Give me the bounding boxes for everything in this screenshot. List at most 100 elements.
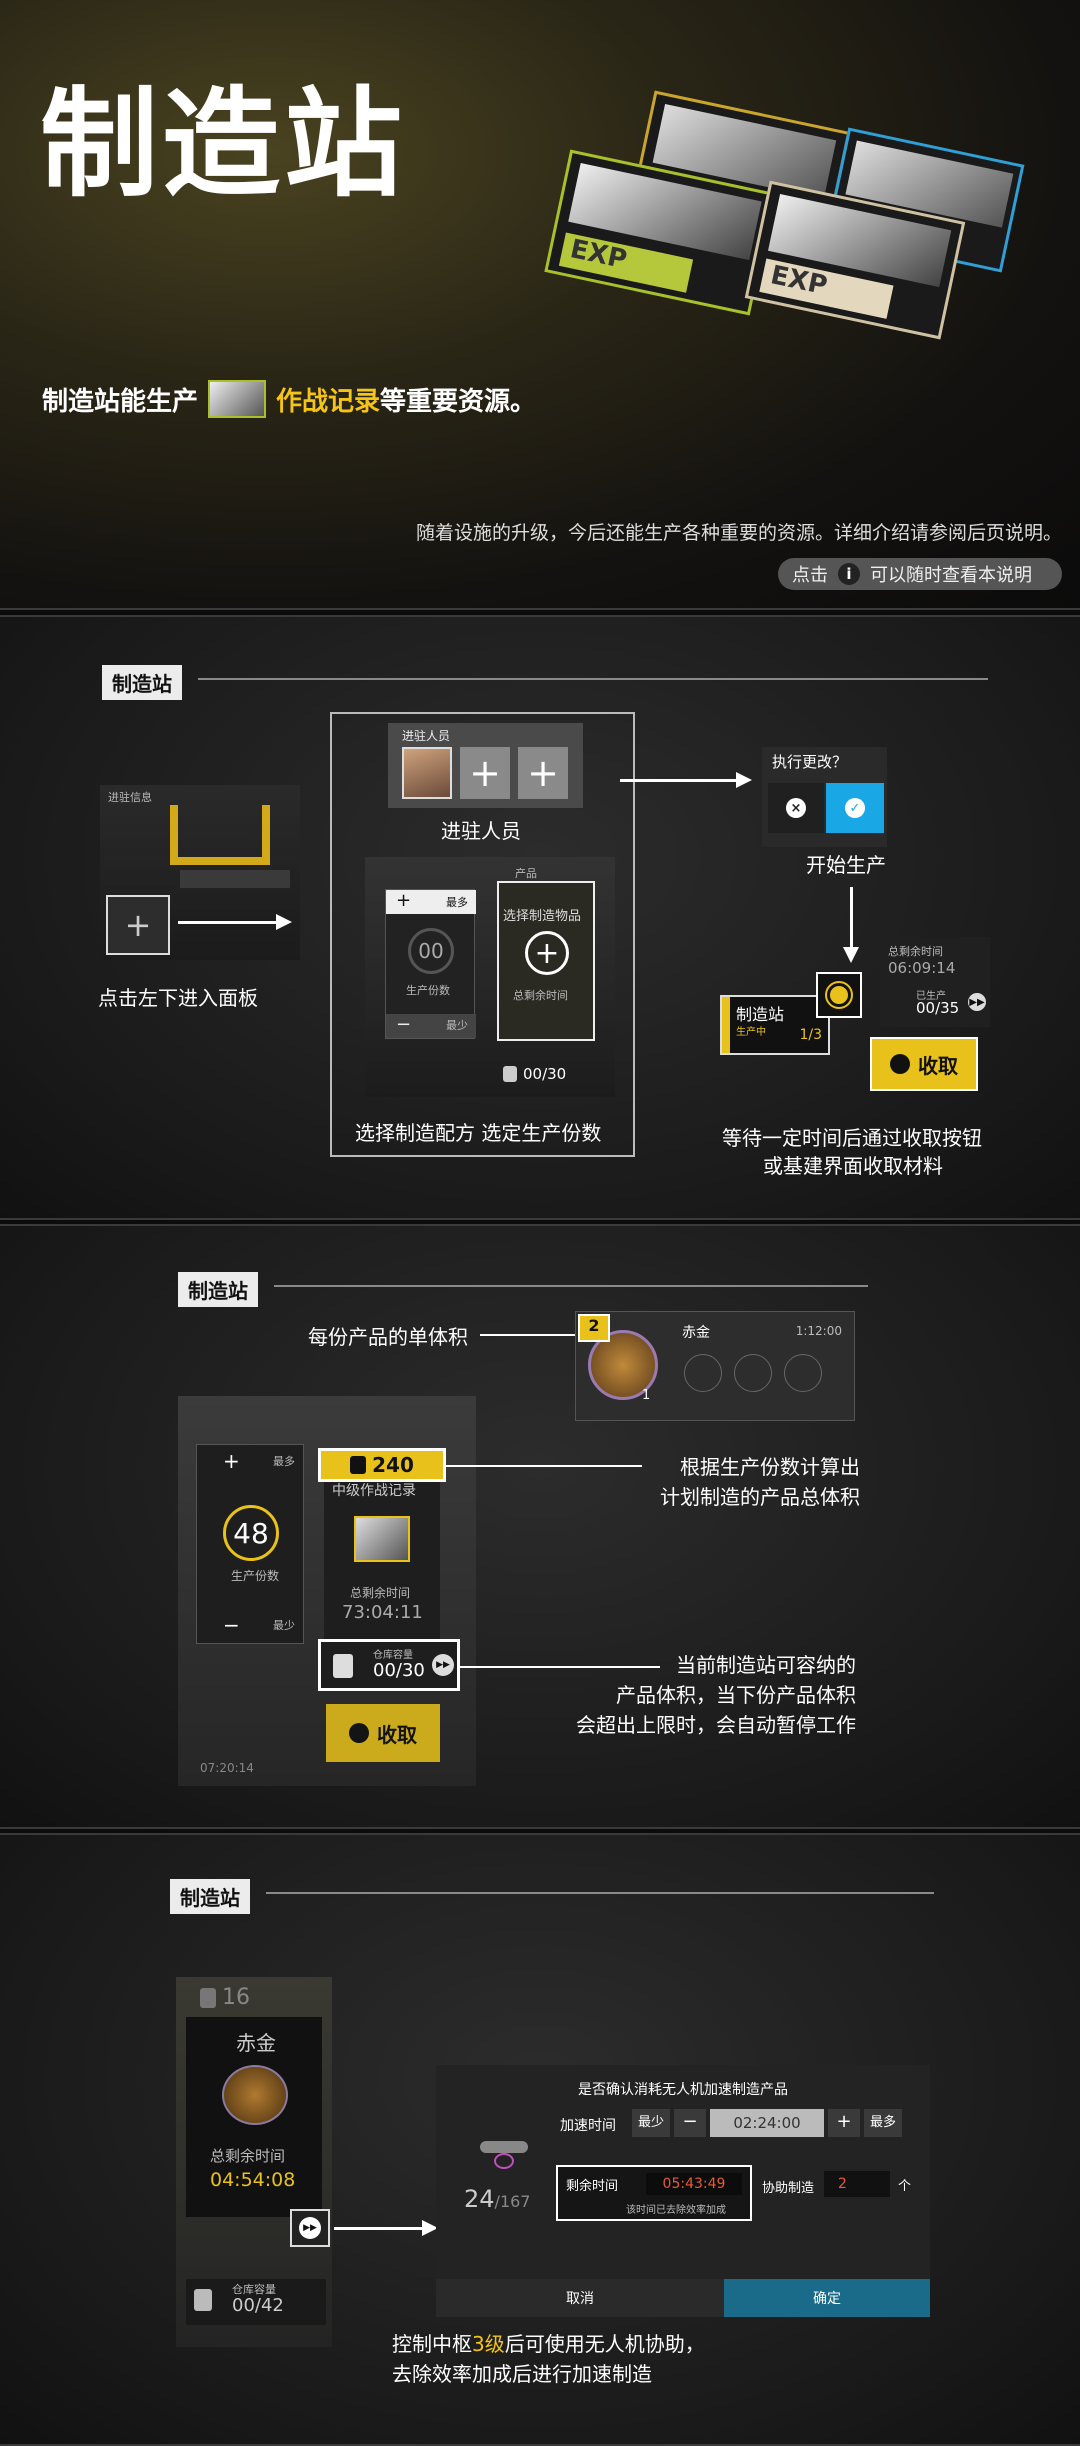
- add-staff-slot-2[interactable]: +: [518, 747, 568, 799]
- section1-tag: 制造站: [102, 665, 182, 700]
- accel-minus-button[interactable]: −: [674, 2109, 706, 2137]
- collect-label: 收取: [918, 1053, 958, 1078]
- select-product-button[interactable]: 选择制造物品 + 总剩余时间: [497, 881, 595, 1041]
- section2-divider: [274, 1285, 868, 1287]
- cancel-change-button[interactable]: ×: [768, 783, 824, 833]
- drone-caption-1a: 控制中枢: [392, 2332, 472, 2356]
- enter-panel-button[interactable]: +: [106, 895, 170, 955]
- section1-divider: [198, 678, 988, 680]
- middle-frame: [330, 712, 635, 1157]
- volume-value: 240: [372, 1453, 414, 1477]
- collect-label-2: 收取: [377, 1722, 417, 1747]
- product-image: [588, 1330, 658, 1400]
- assist-label: 协助制造: [762, 2181, 815, 2196]
- drone-capacity: 仓库容量 00/42: [186, 2279, 326, 2325]
- station-card-count: 1/3: [799, 1027, 822, 1043]
- collect-button-2[interactable]: 收取: [326, 1704, 440, 1762]
- station-card: 制造站 生产中 1/3: [720, 995, 830, 1055]
- drone-count: 24/167: [464, 2185, 530, 2213]
- product-slot-title: 中级作战记录: [332, 1483, 416, 1499]
- collect-icon: [890, 1054, 910, 1074]
- confirm-change-button[interactable]: ✓: [826, 783, 884, 833]
- collect-button[interactable]: 收取: [870, 1037, 978, 1091]
- dialog-confirm-label: 确定: [813, 2291, 841, 2307]
- fast-forward-icon[interactable]: ▶▶: [968, 993, 986, 1011]
- count-minus-2[interactable]: −: [223, 1613, 240, 1637]
- assist-unit: 个: [898, 2179, 912, 2194]
- start-caption: 开始生产: [806, 853, 886, 877]
- capacity-caption-3: 会超出上限时，会自动暂停工作: [576, 1713, 856, 1737]
- product-slot-remaining-value: 73:04:11: [342, 1602, 423, 1623]
- section3-tag: 制造站: [170, 1879, 250, 1914]
- capacity-caption-2: 产品体积，当下份产品体积: [616, 1683, 856, 1707]
- enter-caption: 点击左下进入面板: [98, 986, 258, 1010]
- accel-plus-button[interactable]: +: [828, 2109, 860, 2137]
- select-remaining-label: 总剩余时间: [513, 989, 568, 1002]
- remain-box: 剩余时间 05:43:49 该时间已去除效率加成: [556, 2165, 752, 2221]
- accel-max-button[interactable]: 最多: [864, 2109, 902, 2137]
- count-plus-2[interactable]: +: [223, 1449, 240, 1473]
- remaining-value: 06:09:14: [888, 959, 956, 977]
- hero-panel: 制造站 EXP EXP 制造站能生产 作战记录 等重要资源。 随着设施的升级，今…: [0, 0, 1080, 610]
- arrow-to-recipe: [178, 914, 292, 930]
- battle-record-icon: [208, 380, 267, 418]
- station-card-status: 生产中: [736, 1027, 766, 1038]
- drone-caption-1b: 3级: [472, 2332, 505, 2356]
- drone-dialog: 是否确认消耗无人机加速制造产品 24/167 加速时间 最少 − 02:24:0…: [436, 2065, 930, 2317]
- product-qty: 1: [642, 1388, 651, 1403]
- drone-capacity-value: 00/42: [232, 2295, 284, 2316]
- capacity-fast-forward-icon[interactable]: ▶▶: [432, 1654, 454, 1676]
- count-min-label: 最少: [446, 1019, 468, 1032]
- drone-caption-2: 去除效率加成后进行加速制造: [392, 2362, 652, 2386]
- remain-note: 该时间已去除效率加成: [626, 2205, 726, 2216]
- unit-volume-line: [480, 1334, 580, 1336]
- capacity-line: [460, 1666, 660, 1668]
- drone-capacity-label: 仓库容量: [232, 2283, 276, 2296]
- remain-value: 05:43:49: [646, 2173, 742, 2195]
- section3-divider: [266, 1892, 934, 1894]
- count-minus[interactable]: −: [386, 1014, 476, 1038]
- wait-caption-2: 或基建界面收取材料: [763, 1154, 943, 1178]
- stack-indicator: 16: [200, 1985, 250, 2010]
- arrow-to-dialog: [334, 2220, 438, 2236]
- arrow-down-to-station: [843, 887, 859, 963]
- capacity-caption-1: 当前制造站可容纳的: [676, 1653, 856, 1677]
- hero-desc-suffix: 等重要资源。: [380, 386, 537, 417]
- dialog-confirm-button[interactable]: 确定: [724, 2279, 930, 2317]
- count-plus[interactable]: +: [386, 890, 476, 914]
- unit-volume-caption: 每份产品的单体积: [308, 1325, 468, 1349]
- dialog-cancel-button[interactable]: 取消: [436, 2279, 724, 2317]
- hero-description: 制造站能生产 作战记录 等重要资源。: [42, 380, 536, 418]
- info-icon: i: [838, 563, 860, 585]
- drone-remaining-value: 04:54:08: [210, 2169, 296, 2191]
- volume-stack-icon: [350, 1456, 367, 1474]
- accelerate-button[interactable]: ▶▶: [290, 2209, 330, 2247]
- count-min-label-2: 最少: [273, 1619, 295, 1632]
- recipe-screenshot: + 最多 00 生产份数 − 最少 产品 选择制造物品 + 总剩余时间 00/3…: [365, 857, 615, 1097]
- drone-product-panel: 赤金 总剩余时间 04:54:08: [186, 2017, 322, 2217]
- count-dial-2: 48: [223, 1505, 279, 1561]
- count-panel: + 最多 00 生产份数 − 最少: [385, 889, 476, 1039]
- hero-hint-pill[interactable]: 点击 i 可以随时查看本说明: [778, 558, 1062, 590]
- collect-icon-2: [349, 1723, 369, 1743]
- produced-label: 已生产: [916, 991, 946, 1002]
- volume-caption-1: 根据生产份数计算出: [680, 1455, 860, 1479]
- add-staff-slot-1[interactable]: +: [460, 747, 510, 799]
- capacity-mini: 00/30: [503, 1065, 566, 1083]
- select-product-label: 选择制造物品: [503, 909, 582, 924]
- drone-product-image: [222, 2065, 288, 2125]
- staff-panel: 进驻人员 + +: [388, 723, 583, 808]
- station-panel-header: 进驻信息: [108, 791, 152, 804]
- count-panel-2: + 最多 48 生产份数 − 最少: [196, 1444, 304, 1644]
- staff-header: 进驻人员: [402, 729, 451, 743]
- clock-readout: 07:20:14: [200, 1761, 254, 1775]
- hint-text: 可以随时查看本说明: [870, 565, 1032, 586]
- accel-min-button[interactable]: 最少: [632, 2109, 670, 2137]
- drone-product-name: 赤金: [236, 2031, 276, 2055]
- product-slot-remaining-label: 总剩余时间: [350, 1586, 411, 1600]
- operator-avatar: [402, 747, 452, 799]
- assist-value: 2: [824, 2171, 890, 2197]
- count-label: 生产份数: [406, 984, 450, 997]
- product-header: 产品: [515, 867, 537, 880]
- production-info: 总剩余时间 06:09:14 已生产 00/35 ▶▶: [880, 937, 990, 1027]
